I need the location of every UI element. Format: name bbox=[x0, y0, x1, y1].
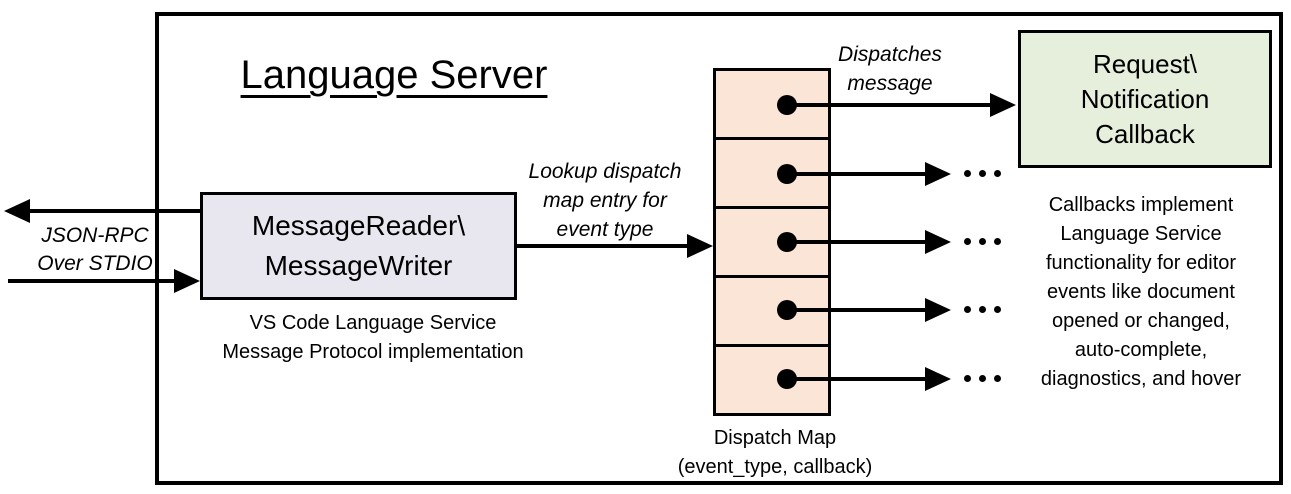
arrow-right-head-lookup bbox=[687, 234, 713, 258]
arrow-right-head-dispatch-3 bbox=[925, 230, 951, 254]
lookup-dispatch-label: Lookup dispatch map entry for event type bbox=[505, 157, 705, 244]
arrow-shaft-dispatch-5 bbox=[787, 377, 927, 381]
arrow-left-head-stdio-out bbox=[4, 199, 30, 223]
lookup-label-line2: map entry for bbox=[543, 189, 667, 212]
callback-box-line1: Request\ bbox=[1092, 48, 1198, 79]
dispatches-label-line2: message bbox=[847, 72, 933, 95]
callbacks-note-line: events like document bbox=[1047, 281, 1235, 303]
dispatch-map-cell bbox=[716, 209, 828, 278]
arrow-right-head-dispatch-1 bbox=[990, 93, 1016, 117]
dispatch-caption-line2: (event_type, callback) bbox=[677, 456, 873, 478]
stdio-label-line2: Over STDIO bbox=[37, 252, 153, 275]
ellipsis-icon bbox=[964, 170, 1001, 177]
dispatch-map-caption: Dispatch Map (event_type, callback) bbox=[653, 424, 897, 482]
ellipsis-icon bbox=[964, 375, 1001, 382]
callback-box-line3: Callback bbox=[1095, 118, 1195, 149]
callbacks-note-line: Callbacks implement bbox=[1048, 194, 1234, 216]
dispatch-map-cell bbox=[716, 71, 828, 140]
arrow-right-head-dispatch-2 bbox=[925, 162, 951, 186]
reader-caption-line1: VS Code Language Service bbox=[249, 312, 497, 334]
lookup-label-line1: Lookup dispatch bbox=[528, 160, 682, 183]
arrow-shaft-dispatch-3 bbox=[787, 240, 927, 244]
callbacks-note: Callbacks implement Language Service fun… bbox=[1005, 191, 1277, 394]
stdio-label-line1: JSON-RPC bbox=[41, 224, 149, 247]
arrow-right-head-dispatch-4 bbox=[925, 298, 951, 322]
reader-caption-line2: Message Protocol implementation bbox=[222, 341, 524, 363]
lookup-label-line3: event type bbox=[556, 218, 654, 241]
dispatches-label-line1: Dispatches bbox=[838, 43, 942, 66]
callbacks-note-line: opened or changed, bbox=[1052, 310, 1230, 332]
callbacks-note-line: auto-complete, bbox=[1074, 339, 1208, 361]
callbacks-note-line: diagnostics, and hover bbox=[1040, 368, 1242, 390]
dispatches-message-label: Dispatches message bbox=[830, 40, 950, 98]
reader-box-caption: VS Code Language Service Message Protoco… bbox=[163, 309, 583, 367]
arrow-shaft-stdio-in bbox=[8, 279, 174, 283]
callbacks-note-line: functionality for editor bbox=[1045, 252, 1237, 274]
arrow-shaft-dispatch-4 bbox=[787, 308, 927, 312]
diagram-title-text: Language Server bbox=[240, 53, 548, 97]
dispatch-map-cell bbox=[716, 140, 828, 209]
ellipsis-icon bbox=[964, 238, 1001, 245]
arrow-shaft-lookup bbox=[517, 244, 689, 248]
arrow-shaft-dispatch-2 bbox=[787, 172, 927, 176]
message-reader-writer-box: MessageReader\ MessageWriter bbox=[200, 192, 517, 300]
arrow-right-head-stdio-in bbox=[174, 269, 200, 293]
stdio-label: JSON-RPC Over STDIO bbox=[15, 222, 175, 278]
diagram-title: Language Server bbox=[214, 50, 574, 100]
request-notification-callback-box: Request\ Notification Callback bbox=[1018, 30, 1272, 168]
reader-box-line2: MessageWriter bbox=[264, 250, 453, 281]
dispatch-caption-line1: Dispatch Map bbox=[713, 427, 837, 449]
reader-box-line1: MessageReader\ bbox=[251, 210, 466, 241]
ellipsis-icon bbox=[964, 306, 1001, 313]
arrow-shaft-dispatch-1 bbox=[787, 103, 992, 107]
arrow-right-head-dispatch-5 bbox=[925, 367, 951, 391]
callbacks-note-line: Language Service bbox=[1060, 223, 1222, 245]
callback-box-line2: Notification bbox=[1080, 83, 1210, 114]
dispatch-map-cell bbox=[716, 278, 828, 347]
arrow-shaft-stdio-out bbox=[28, 209, 200, 213]
